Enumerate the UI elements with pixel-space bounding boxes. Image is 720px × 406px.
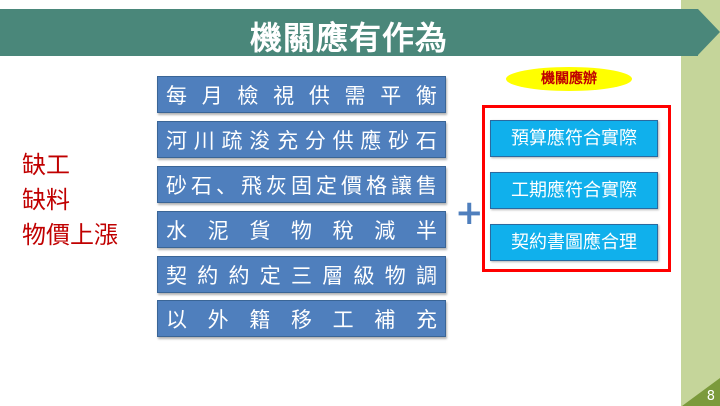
page-corner	[682, 378, 720, 406]
measure-char: 灰	[266, 173, 287, 198]
measure-char: 外	[207, 307, 229, 332]
measure-char: 川	[193, 128, 215, 153]
measure-char: 衡	[415, 83, 437, 108]
measure-char: 格	[366, 173, 387, 198]
measure-char: 石	[415, 128, 437, 153]
issue-item: 物價上漲	[22, 221, 118, 249]
measure-box: 河川疏浚充分供應砂石	[157, 121, 446, 158]
measure-char: 層	[322, 263, 344, 288]
measure-char: 供	[332, 128, 354, 153]
measure-char: 水	[166, 218, 187, 243]
measure-char: 定	[316, 173, 337, 198]
measure-char: 需	[344, 83, 366, 108]
page-number: 8	[706, 389, 715, 404]
measure-char: 調	[416, 263, 437, 288]
measure-char: 、	[216, 173, 237, 198]
measure-char: 約	[228, 263, 250, 288]
measure-box: 以外籍移工補充	[157, 300, 446, 337]
measure-char: 充	[277, 128, 299, 153]
measure-char: 泥	[207, 218, 229, 243]
measure-char: 級	[353, 263, 375, 288]
title-bar: 機關應有作為	[0, 9, 698, 57]
measure-char: 物	[384, 263, 406, 288]
side-decoration	[681, 0, 720, 406]
measure-char: 應	[360, 128, 382, 153]
measure-char: 飛	[241, 173, 262, 198]
issue-item: 缺料	[22, 186, 70, 214]
measure-char: 浚	[249, 128, 271, 153]
measure-char: 價	[341, 173, 362, 198]
measure-char: 定	[259, 263, 281, 288]
agency-label: 機關應辦	[506, 67, 632, 91]
measure-char: 契	[166, 263, 187, 288]
measure-char: 貨	[249, 218, 271, 243]
slide-title: 機關應有作為	[249, 19, 448, 57]
measure-char: 半	[415, 218, 437, 243]
plus-sign: +	[455, 193, 484, 233]
issue-item: 缺工	[22, 151, 70, 179]
agency-item: 工期應符合實際	[490, 172, 658, 209]
measure-char: 充	[415, 307, 437, 332]
measure-char: 補	[374, 307, 396, 332]
agency-highlight-box	[482, 105, 671, 272]
measure-box: 水泥貨物稅減半	[157, 211, 446, 248]
measure-char: 稅	[332, 218, 354, 243]
measure-box: 契約約定三層級物調	[157, 256, 446, 293]
measure-char: 工	[332, 307, 354, 332]
agency-item: 預算應符合實際	[490, 120, 658, 157]
measure-box: 砂石、飛灰固定價格讓售	[157, 166, 446, 203]
measure-char: 三	[291, 263, 312, 288]
measure-char: 平	[380, 83, 402, 108]
measure-char: 視	[273, 83, 295, 108]
measure-char: 每	[166, 83, 187, 108]
measure-char: 砂	[388, 128, 410, 153]
measure-box: 每月檢視供需平衡	[157, 76, 446, 113]
measure-char: 物	[290, 218, 312, 243]
measure-char: 月	[201, 83, 223, 108]
measure-char: 供	[308, 83, 330, 108]
measure-char: 以	[166, 307, 187, 332]
measure-char: 分	[304, 128, 326, 153]
issue-list: 缺工 缺料 物價上漲	[22, 148, 118, 253]
measure-char: 疏	[221, 128, 243, 153]
measure-char: 減	[374, 218, 396, 243]
measure-char: 移	[290, 307, 312, 332]
measure-char: 籍	[249, 307, 271, 332]
measure-char: 固	[291, 173, 312, 198]
measure-char: 讓	[391, 173, 412, 198]
agency-item: 契約書圖應合理	[490, 224, 658, 261]
measure-char: 石	[191, 173, 212, 198]
measure-char: 約	[197, 263, 219, 288]
title-arrow	[698, 9, 720, 55]
measure-char: 砂	[166, 173, 187, 198]
measure-char: 售	[416, 173, 437, 198]
measure-char: 河	[166, 128, 187, 153]
measure-char: 檢	[237, 83, 259, 108]
